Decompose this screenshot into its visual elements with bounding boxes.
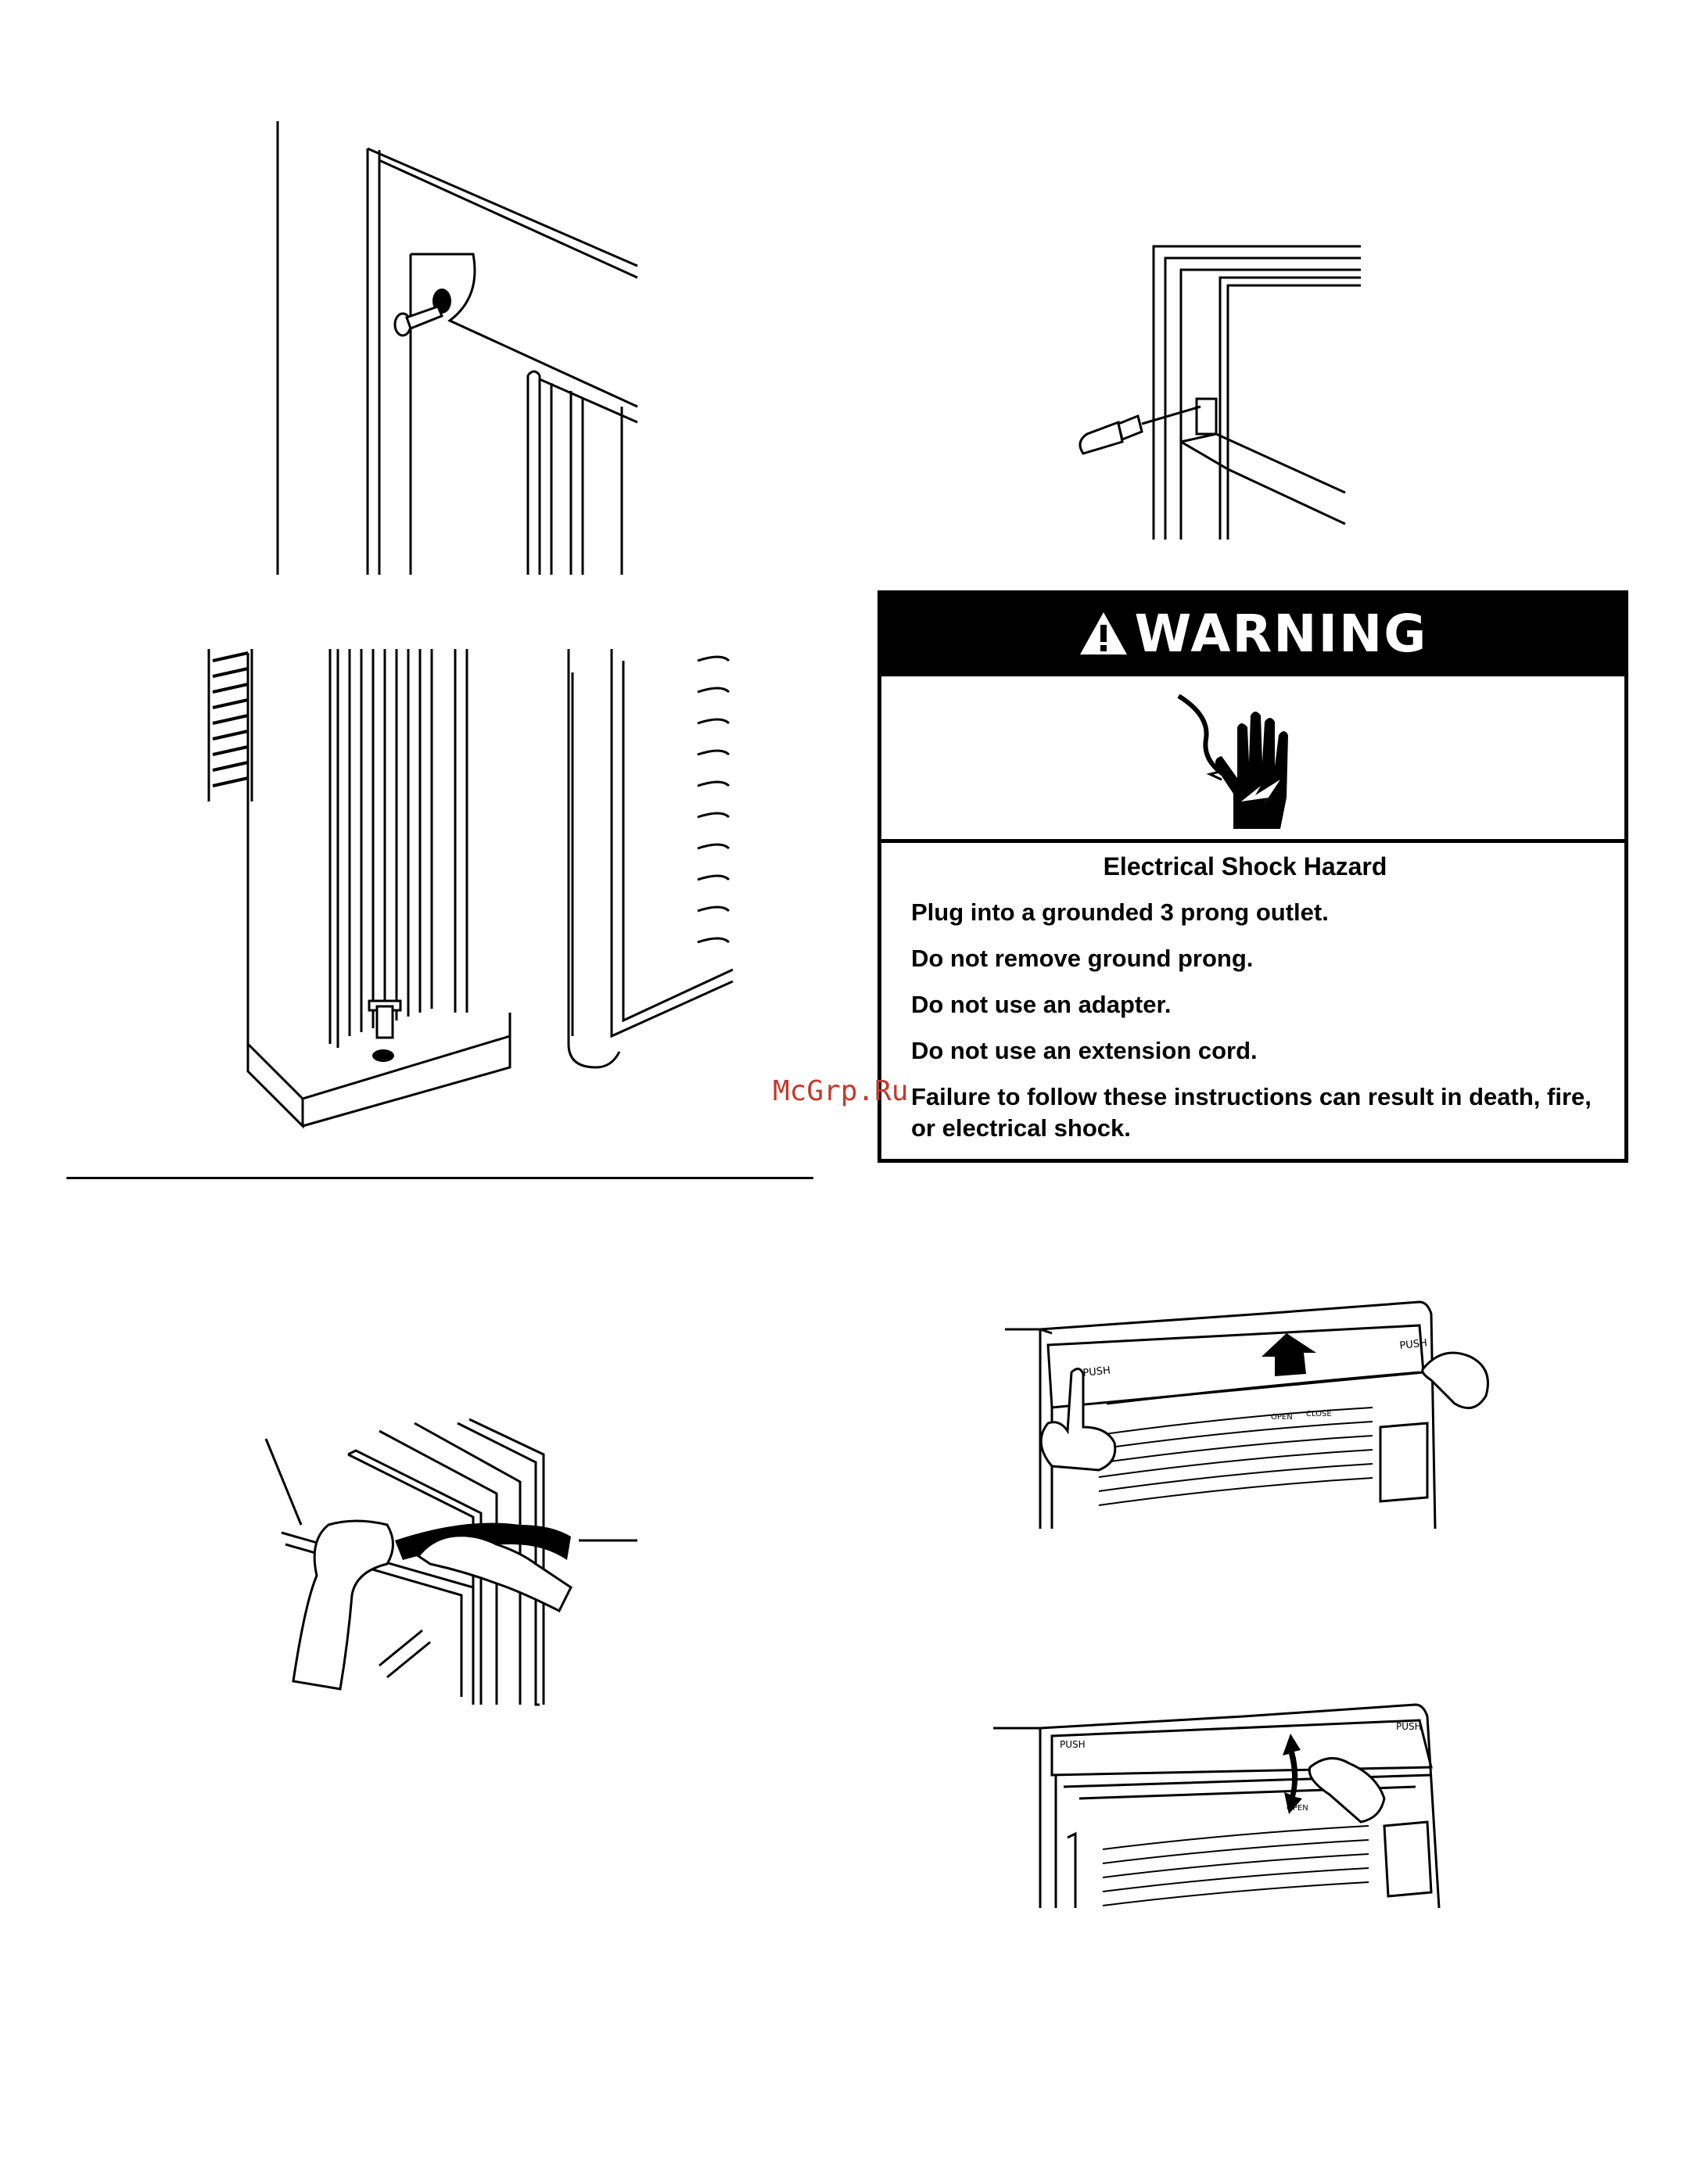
vent-lever-drawing: PUSH PUSH OPEN: [993, 1658, 1470, 1908]
push-right-label: PUSH: [1399, 1337, 1428, 1352]
warning-line-grounded-outlet: Plug into a grounded 3 prong outlet.: [911, 897, 1609, 928]
figure-frame-screw: [270, 117, 645, 579]
hazard-heading: Electrical Shock Hazard: [881, 852, 1609, 881]
window-seal-drawing: [262, 1408, 645, 1712]
push-left-label: PUSH: [1082, 1365, 1111, 1379]
open-label: OPEN: [1271, 1413, 1293, 1422]
watermark: McGrp.Ru: [773, 1075, 908, 1107]
warning-box: WARNING Electrical Shock Hazard Plug int…: [878, 590, 1628, 1163]
warning-line-adapter: Do not use an adapter.: [911, 989, 1609, 1020]
warning-title: WARNING: [1135, 604, 1428, 664]
figure-screwdriver-sash: [1064, 242, 1361, 540]
warning-header: WARNING: [881, 594, 1624, 672]
figure-panel-push-up: PUSH PUSH OPEN CLOSE: [1005, 1271, 1506, 1529]
warning-triangle-icon: [1078, 611, 1129, 656]
electric-hand-icon: [1163, 692, 1319, 833]
figure-unit-screw: [205, 645, 737, 1138]
figure-window-seal: [262, 1408, 645, 1712]
section-divider: [66, 1177, 813, 1179]
panel-push-up-drawing: PUSH PUSH OPEN CLOSE: [1005, 1271, 1506, 1529]
unit-screw-drawing: [205, 645, 737, 1138]
frame-screw-drawing: [270, 117, 645, 579]
push-right-label-2: PUSH: [1396, 1721, 1422, 1732]
close-label: CLOSE: [1306, 1410, 1332, 1418]
figure-vent-lever: PUSH PUSH OPEN: [993, 1658, 1470, 1908]
warning-icon-panel: [881, 672, 1624, 843]
warning-line-consequence: Failure to follow these instructions can…: [911, 1081, 1599, 1144]
warning-line-extension-cord: Do not use an extension cord.: [911, 1035, 1609, 1067]
warning-body: Electrical Shock Hazard Plug into a grou…: [911, 852, 1609, 1159]
screwdriver-drawing: [1064, 242, 1361, 540]
warning-line-ground-prong: Do not remove ground prong.: [911, 943, 1609, 974]
push-left-label-2: PUSH: [1060, 1739, 1086, 1750]
open-label-2: OPEN: [1287, 1804, 1308, 1813]
